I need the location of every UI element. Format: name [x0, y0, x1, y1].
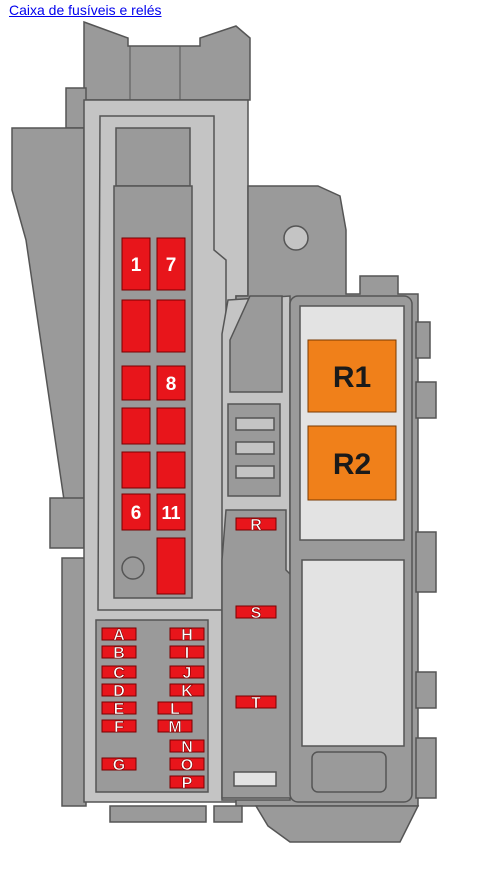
fuse-f12 [156, 537, 186, 595]
fuse-f5 [121, 407, 151, 445]
mini-fuse-k: K [169, 683, 205, 700]
fuse-f6: 6 [121, 493, 151, 531]
mini-fuse-f: F [101, 719, 137, 736]
connector-slot-2 [235, 441, 275, 455]
large-fuses: 1 7 8 6 11 [121, 237, 186, 595]
fuse-f4 [121, 365, 151, 401]
fuse-f3 [156, 299, 186, 353]
mini-fuse-e: E [101, 701, 137, 718]
mini-fuse-label: T [251, 695, 261, 712]
relay-r2: R2 [307, 425, 397, 501]
mini-fuse-m: M [157, 719, 193, 736]
mini-fuse-label: M [168, 719, 181, 736]
fuse-f8: 8 [156, 365, 186, 401]
fuse-f10 [156, 451, 186, 489]
mini-fuse-label: D [113, 683, 125, 700]
right-tab-4 [415, 671, 437, 709]
connector-slot-3 [235, 465, 275, 479]
right-tab-5 [415, 737, 437, 799]
mini-fuse-i: I [169, 645, 205, 662]
mini-fuse-label: G [113, 757, 125, 774]
mini-fuse-o: O [169, 757, 205, 774]
mini-fuse-label: O [181, 757, 193, 774]
lower-mid-column [221, 509, 295, 799]
mini-fuse-label: I [185, 645, 189, 662]
mini-fuse-s: S [235, 605, 277, 622]
relay-label: R1 [333, 361, 371, 394]
mini-fuse-d: D [101, 683, 137, 700]
mini-fuse-label: B [113, 645, 125, 662]
mini-fuse-label: A [113, 627, 125, 644]
middle-upper-slot [229, 295, 283, 393]
bottom-skirt [254, 805, 420, 843]
fuse-label: 7 [166, 255, 177, 276]
fuse-f1: 1 [121, 237, 151, 291]
connector-slot-1 [235, 417, 275, 431]
mini-fuse-label: L [170, 701, 180, 718]
mini-fuse-label: S [251, 605, 262, 622]
left-tab-mid [49, 497, 85, 549]
left-tab-upper [65, 87, 87, 129]
mini-fuse-label: P [182, 775, 193, 792]
mini-fuse-a: A [101, 627, 137, 644]
fuse-f9 [156, 407, 186, 445]
lower-mid-slot [233, 771, 277, 787]
fuse-f7: 7 [156, 237, 186, 291]
right-tab-3 [415, 531, 437, 593]
mini-fuse-b: B [101, 645, 137, 662]
mini-fuse-t: T [235, 695, 277, 712]
right-tab-1 [415, 321, 431, 359]
mini-fuse-label: J [183, 665, 192, 682]
mount-hole [283, 225, 309, 251]
mini-fuse-l: L [157, 701, 193, 718]
fuse-f2 [121, 299, 151, 353]
mini-fuse-label: E [114, 701, 125, 718]
page-title[interactable]: Caixa de fusíveis e relés [9, 2, 162, 18]
relay-label: R2 [333, 448, 371, 481]
fuse-label: 6 [131, 503, 142, 524]
fuse-f5b [121, 451, 151, 489]
relay-r1: R1 [307, 339, 397, 413]
mini-fuse-label: C [113, 665, 125, 682]
left-wedge [11, 127, 85, 501]
fuse-frame-top [115, 127, 191, 187]
relay-bottom-slot [311, 751, 387, 793]
top-connector [83, 20, 251, 101]
bottom-tab-mid [213, 805, 243, 823]
mini-fuse-n: N [169, 739, 205, 756]
fuse-label: 8 [166, 374, 177, 395]
mini-fuse-r: R [235, 517, 277, 534]
mini-fuse-label: K [181, 683, 193, 700]
fuse-label: 11 [161, 503, 180, 523]
fuse-column-hole [121, 556, 145, 580]
fuse-f11: 11 [156, 493, 186, 531]
bottom-tab-left [109, 805, 207, 823]
mini-fuse-label: F [114, 719, 124, 736]
mini-fuse-label: H [181, 627, 193, 644]
right-tab-2 [415, 381, 437, 419]
mini-fuse-j: J [169, 665, 205, 682]
mini-fuse-c: C [101, 665, 137, 682]
relay-panel-bottom [301, 559, 405, 747]
mini-fuse-label: R [250, 517, 262, 534]
mini-fuse-p: P [169, 775, 205, 792]
fuse-label: 1 [131, 255, 142, 276]
mini-fuse-g: G [101, 757, 137, 774]
left-tab-lower [61, 557, 87, 807]
mini-fuse-label: N [181, 739, 193, 756]
mini-fuse-h: H [169, 627, 205, 644]
